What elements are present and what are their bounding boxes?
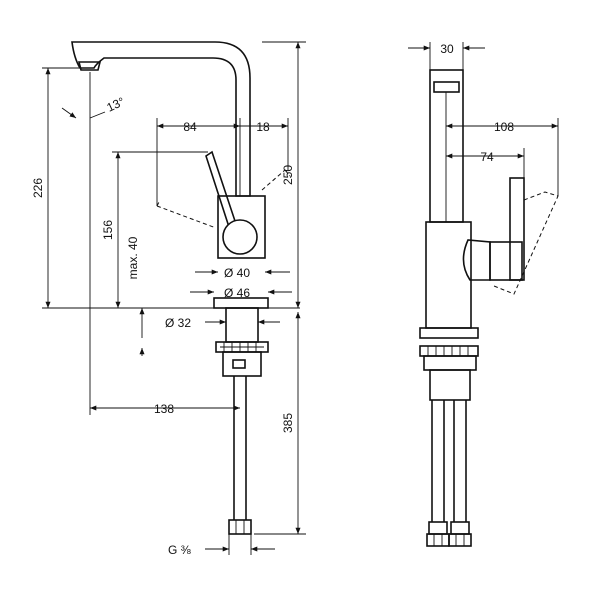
side-nut bbox=[419, 345, 479, 357]
dim-angle: 13° bbox=[104, 94, 127, 114]
lever-knob bbox=[222, 219, 258, 255]
dim-max-deck: max. 40 bbox=[126, 236, 140, 279]
lever-swing-outline bbox=[156, 169, 291, 229]
dim-total-height: 250 bbox=[281, 165, 295, 185]
lever bbox=[205, 150, 237, 229]
side-base-ring bbox=[419, 327, 479, 339]
dim-height-spout: 226 bbox=[31, 178, 45, 198]
side-lever-swing bbox=[493, 191, 559, 295]
side-connector-right bbox=[450, 521, 470, 535]
side-lever bbox=[462, 239, 491, 281]
side-connector-left bbox=[428, 521, 448, 535]
dim-height-lever: 156 bbox=[101, 220, 115, 240]
front-view bbox=[42, 41, 306, 555]
dim-hose-length: 385 bbox=[281, 413, 295, 433]
hose-connector bbox=[228, 519, 252, 535]
dim-thread: G ⅜ bbox=[168, 543, 192, 557]
side-lever-handle bbox=[489, 241, 523, 281]
dim-side-width: 30 bbox=[440, 42, 454, 56]
side-body bbox=[425, 221, 472, 329]
side-view bbox=[408, 42, 559, 547]
faucet-body bbox=[217, 195, 266, 259]
dim-spout-width: 84 bbox=[183, 120, 197, 134]
spout bbox=[71, 41, 251, 197]
dim-dia-32: Ø 32 bbox=[165, 316, 191, 330]
aerator bbox=[77, 61, 102, 71]
dim-reach: 138 bbox=[154, 402, 174, 416]
dim-dia-40: Ø 40 bbox=[224, 266, 250, 280]
dim-dia-46: Ø 46 bbox=[224, 286, 250, 300]
side-spout-outlet bbox=[433, 81, 460, 93]
dim-side-lever: 74 bbox=[480, 150, 494, 164]
dim-side-depth: 108 bbox=[494, 120, 514, 134]
dim-body-offset: 18 bbox=[256, 120, 270, 134]
mount-shank bbox=[225, 307, 259, 343]
side-spout-column bbox=[429, 69, 464, 223]
